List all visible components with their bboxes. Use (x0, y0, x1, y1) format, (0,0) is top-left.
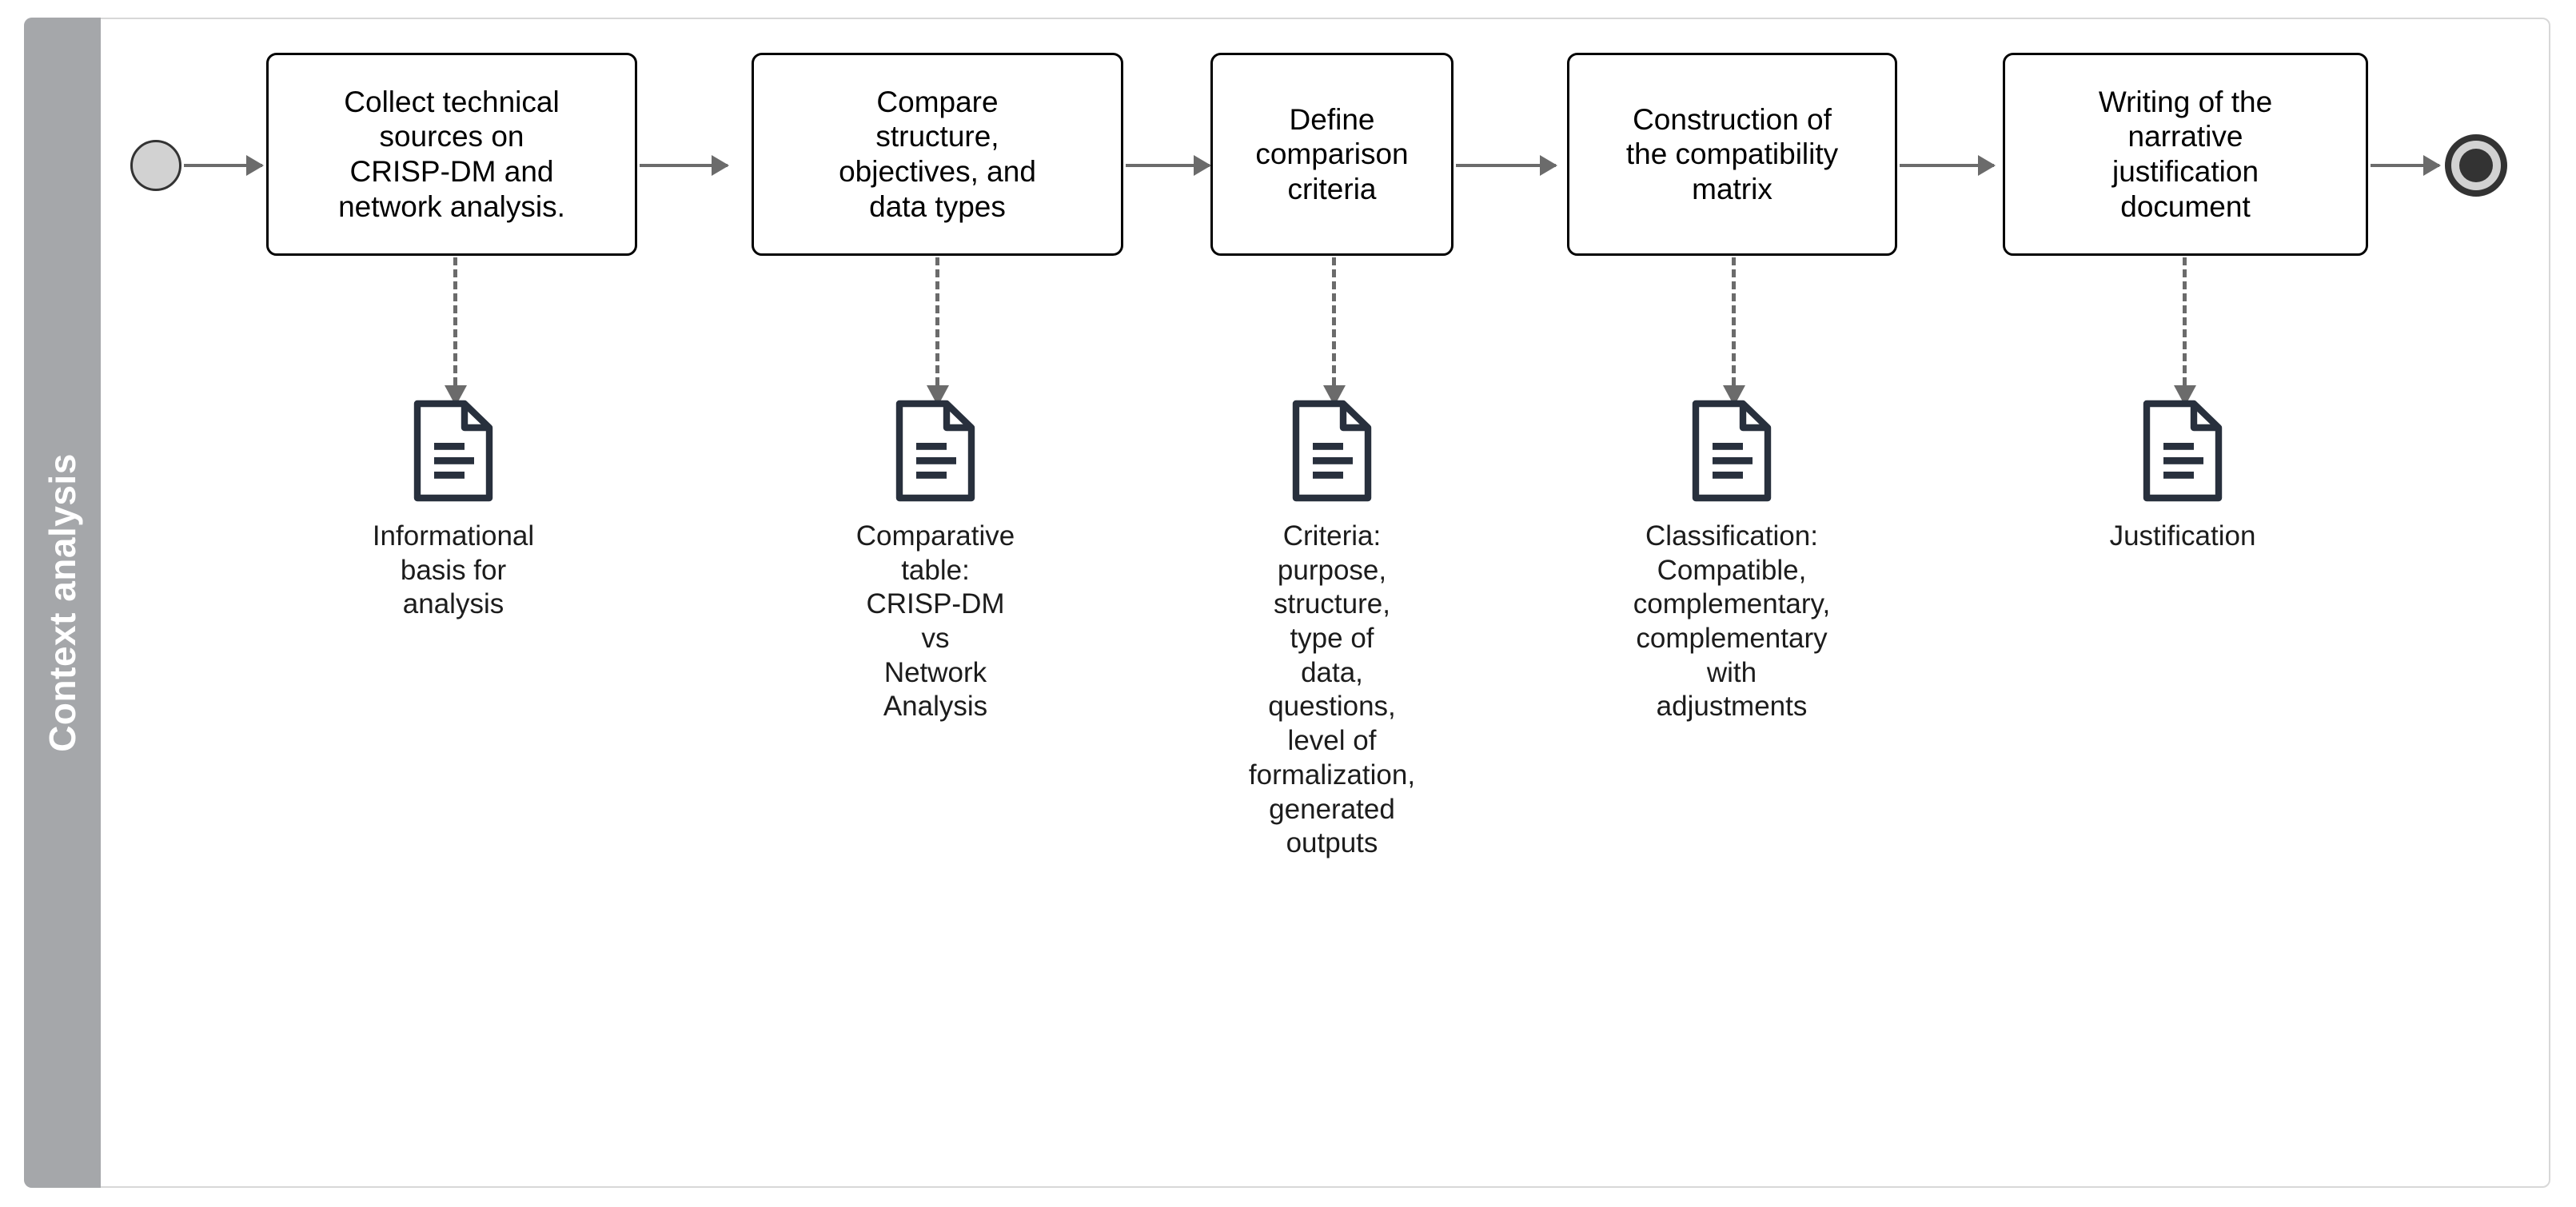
task-collect-technical-sources[interactable]: Collect technical sources on CRISP-DM an… (266, 53, 637, 256)
document-icon (1292, 400, 1372, 502)
data-object-comparative-table[interactable]: Comparative table: CRISP-DM vs Network A… (815, 400, 1055, 724)
sequence-flow-task4-to-task5 (1900, 155, 1996, 176)
data-object-caption: Comparative table: CRISP-DM vs Network A… (855, 520, 1015, 723)
lane-label: Context analysis (42, 453, 83, 752)
data-object-caption: Informational basis for analysis (372, 520, 535, 620)
end-event[interactable] (2445, 134, 2507, 197)
task-writing-narrative-justification[interactable]: Writing of the narrative justification d… (2003, 53, 2368, 256)
task-compare-structure-objectives[interactable]: Compare structure, objectives, and data … (752, 53, 1123, 256)
sequence-flow-task5-to-end (2371, 155, 2441, 176)
data-object-caption: Justification (2109, 520, 2256, 552)
document-icon (895, 400, 975, 502)
sequence-flow-task1-to-task2 (640, 155, 729, 176)
data-object-classification[interactable]: Classification: Compatible, complementar… (1612, 400, 1852, 724)
association-task2-to-doc2 (927, 257, 949, 406)
association-task3-to-doc3 (1323, 257, 1346, 406)
data-object-justification[interactable]: Justification (2063, 400, 2303, 554)
association-task4-to-doc4 (1723, 257, 1745, 406)
task-construction-compatibility-matrix[interactable]: Construction of the compatibility matrix (1567, 53, 1897, 256)
lane-header-context-analysis: Context analysis (24, 18, 101, 1188)
start-event[interactable] (130, 140, 181, 191)
document-icon (2143, 400, 2223, 502)
end-event-core (2459, 149, 2493, 182)
data-object-caption: Classification: Compatible, complementar… (1633, 520, 1831, 723)
data-object-caption: Criteria: purpose, structure, type of da… (1248, 520, 1416, 859)
task-define-comparison-criteria[interactable]: Define comparison criteria (1210, 53, 1453, 256)
document-icon (1692, 400, 1772, 502)
data-object-informational-basis[interactable]: Informational basis for analysis (333, 400, 573, 622)
sequence-flow-start-to-task1 (184, 155, 264, 176)
sequence-flow-task3-to-task4 (1456, 155, 1557, 176)
data-object-criteria[interactable]: Criteria: purpose, structure, type of da… (1212, 400, 1452, 861)
document-icon (413, 400, 493, 502)
association-task1-to-doc1 (445, 257, 467, 406)
association-task5-to-doc5 (2174, 257, 2196, 406)
sequence-flow-task2-to-task3 (1126, 155, 1211, 176)
